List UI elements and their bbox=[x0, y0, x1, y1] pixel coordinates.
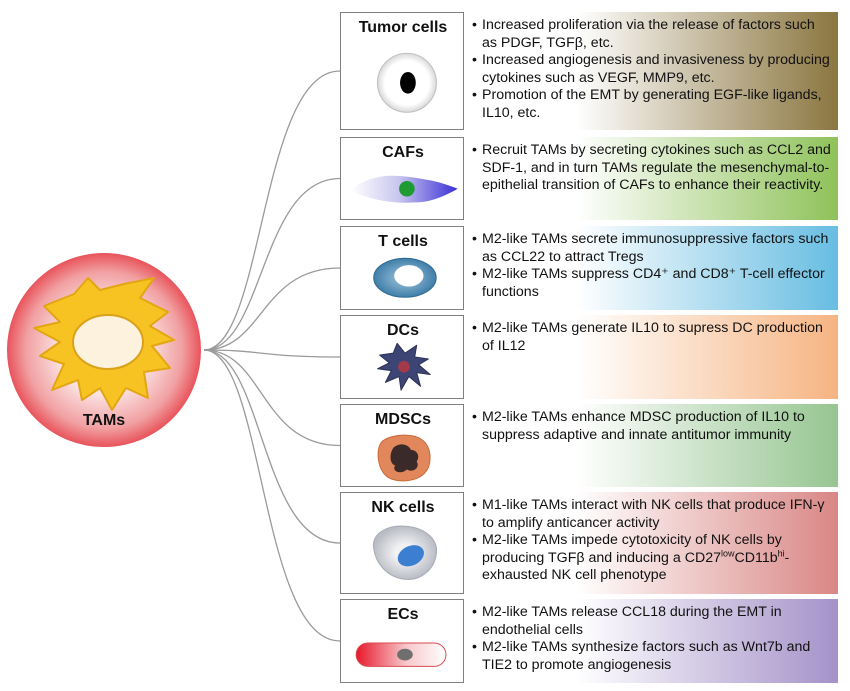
bullet: M2-like TAMs release CCL18 during the EM… bbox=[472, 604, 832, 639]
description-panel: M2-like TAMs release CCL18 during the EM… bbox=[464, 599, 838, 683]
cell-title: CAFs bbox=[382, 144, 424, 161]
bullet: M2-like TAMs enhance MDSC production of … bbox=[472, 409, 832, 444]
description-panel: M2-like TAMs enhance MDSC production of … bbox=[464, 404, 838, 487]
row-ecs: ECs M2-like TAMs release CCL18 during th… bbox=[340, 599, 838, 683]
superscript-low: low bbox=[720, 547, 735, 558]
row-mdscs: MDSCs M2-like TAMs enhance MDSC producti… bbox=[340, 404, 838, 487]
t-cell-panel: T cells bbox=[340, 226, 464, 310]
bullet-text: -exhausted NK cell phenotype bbox=[482, 549, 790, 584]
bullet: M2-like TAMs synthesize factors such as … bbox=[472, 639, 832, 674]
connector-line bbox=[203, 349, 341, 447]
row-t-cells: T cells M2-like TAMs secrete immunosuppr… bbox=[340, 226, 838, 310]
nk-cell-icon bbox=[373, 525, 437, 580]
description-panel: M2-like TAMs generate IL10 to supress DC… bbox=[464, 315, 838, 399]
bullet: Increased proliferation via the release … bbox=[472, 17, 832, 52]
connector-line bbox=[203, 349, 341, 544]
connector-line bbox=[203, 267, 341, 351]
row-cafs: CAFs Recruit TAMs by secreting cytokines… bbox=[340, 137, 838, 220]
bullet: Promotion of the EMT by generating EGF-l… bbox=[472, 87, 832, 122]
tams-hub: TAMs bbox=[4, 238, 204, 462]
row-tumor-cells: Tumor cells Increased proliferation via … bbox=[340, 12, 838, 130]
row-nk-cells: NK cells M1-like TAMs interact with NK c… bbox=[340, 492, 838, 594]
tumor-cell-icon bbox=[376, 52, 437, 113]
connector-line bbox=[203, 177, 341, 351]
cell-title: MDSCs bbox=[374, 411, 431, 428]
description-panel: M1-like TAMs interact with NK cells that… bbox=[464, 492, 838, 594]
cell-title: ECs bbox=[387, 606, 419, 623]
bullet: M1-like TAMs interact with NK cells that… bbox=[472, 497, 832, 532]
superscript-hi: hi bbox=[777, 547, 785, 558]
bullet: M2-like TAMs impede cytotoxicity of NK c… bbox=[472, 532, 832, 585]
hub-label: TAMs bbox=[82, 412, 126, 429]
row-dcs: DCs M2-like TAMs generate IL10 to supres… bbox=[340, 315, 838, 399]
bullet-text: M2-like TAMs impede cytotoxicity of NK c… bbox=[482, 532, 782, 566]
fibroblast-icon bbox=[350, 175, 458, 203]
tumor-cell-panel: Tumor cells bbox=[340, 12, 464, 130]
bullet: M2-like TAMs generate IL10 to supress DC… bbox=[472, 320, 832, 355]
connector-line bbox=[203, 70, 341, 351]
dc-panel: DCs bbox=[340, 315, 464, 399]
t-cell-icon bbox=[373, 257, 437, 298]
mdsc-icon bbox=[377, 434, 431, 482]
bullet: M2-like TAMs suppress CD4⁺ and CD8⁺ T-ce… bbox=[472, 266, 832, 301]
bullet: M2-like TAMs secrete immunosuppressive f… bbox=[472, 231, 832, 266]
mdsc-panel: MDSCs bbox=[340, 404, 464, 487]
bullet: Increased angiogenesis and invasiveness … bbox=[472, 52, 832, 87]
bullet: Recruit TAMs by secreting cytokines such… bbox=[472, 142, 832, 195]
description-panel: M2-like TAMs secrete immunosuppressive f… bbox=[464, 226, 838, 310]
macrophage-icon bbox=[5, 251, 203, 449]
connector-line bbox=[203, 349, 341, 642]
dendritic-cell-icon bbox=[377, 342, 431, 391]
connector-line bbox=[203, 349, 341, 358]
description-panel: Recruit TAMs by secreting cytokines such… bbox=[464, 137, 838, 220]
endothelial-cell-icon bbox=[355, 642, 447, 667]
caf-panel: CAFs bbox=[340, 137, 464, 220]
ec-panel: ECs bbox=[340, 599, 464, 683]
cell-title: Tumor cells bbox=[358, 19, 448, 36]
description-panel: Increased proliferation via the release … bbox=[464, 12, 838, 130]
cell-title: T cells bbox=[378, 233, 428, 250]
cell-title: NK cells bbox=[371, 499, 435, 516]
cell-title: DCs bbox=[386, 322, 419, 339]
nk-cell-panel: NK cells bbox=[340, 492, 464, 594]
bullet-text: CD11b bbox=[734, 549, 778, 566]
